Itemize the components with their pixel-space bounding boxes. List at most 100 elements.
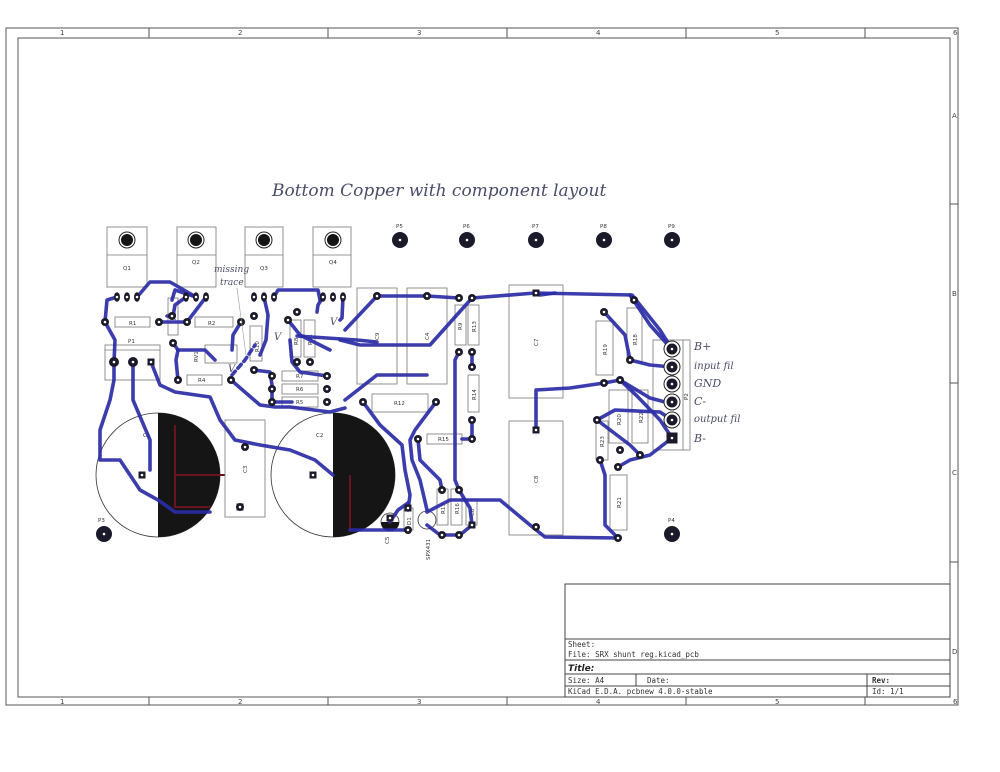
svg-text:R16: R16: [455, 503, 461, 514]
svg-text:Q2: Q2: [192, 260, 200, 266]
solder-pad: [183, 292, 189, 302]
solder-pad: [468, 416, 476, 424]
solder-pad: [236, 503, 244, 511]
svg-text:R9: R9: [458, 322, 464, 330]
svg-text:RV1: RV1: [194, 351, 200, 362]
solder-pad: [626, 356, 634, 364]
solder-pad: [227, 376, 235, 384]
note-b-minus: B-: [693, 432, 706, 445]
mount-pads: P5 P6 P7 P8 P9 P3 P4: [98, 224, 675, 524]
solder-pad: [664, 232, 680, 248]
pads: [96, 232, 681, 542]
ruler-top: 1 2 3 4 5 6: [60, 29, 958, 37]
date-label: Date:: [647, 676, 670, 685]
solder-pad: [155, 318, 163, 326]
solder-pad: [124, 292, 130, 302]
solder-pad: [666, 396, 678, 408]
svg-text:C4: C4: [425, 332, 431, 340]
handwritten-notes: missing trace V V V B+ input fil GND C- …: [214, 265, 740, 445]
solder-pad: [468, 435, 476, 443]
size-label: Size: A4: [568, 676, 605, 685]
mount-pad-label: P3: [98, 518, 105, 524]
solder-pad: [386, 514, 394, 522]
sheet-frame: [5, 27, 959, 706]
note-v-mark: V: [274, 332, 283, 343]
solder-pad: [600, 379, 608, 387]
solder-pad: [666, 343, 678, 355]
ruler-row-c: C: [952, 469, 957, 477]
solder-pad: [614, 534, 622, 542]
svg-text:P1: P1: [128, 339, 135, 345]
solder-pad: [455, 486, 463, 494]
note-gnd: GND: [694, 377, 721, 390]
solder-pad: [404, 504, 412, 512]
svg-text:R12: R12: [394, 401, 405, 407]
solder-pad: [250, 312, 258, 320]
solder-pad: [593, 416, 601, 424]
mount-pad-label: P4: [668, 518, 675, 524]
svg-text:R13: R13: [472, 321, 478, 332]
svg-text:R17: R17: [441, 503, 447, 514]
solder-pad: [193, 292, 199, 302]
note-v-mark: V: [228, 364, 237, 375]
rev-label: Rev:: [872, 676, 890, 685]
ruler-right: A B C D: [952, 112, 957, 656]
solder-pad: [138, 471, 146, 479]
solder-pad: [293, 308, 301, 316]
svg-text:R23: R23: [600, 436, 606, 447]
solder-pad: [414, 435, 422, 443]
solder-pad: [323, 372, 331, 380]
ruler-col-4: 4: [596, 29, 601, 37]
solder-pad: [404, 526, 412, 534]
solder-pad: [271, 292, 277, 302]
solder-pad: [392, 232, 408, 248]
solder-pad: [251, 292, 257, 302]
ruler-col-5: 5: [775, 698, 779, 706]
note-b-plus: B+: [693, 340, 711, 353]
solder-pad: [250, 366, 258, 374]
svg-text:D1: D1: [407, 517, 413, 525]
transistor-q2: Q2: [176, 226, 217, 288]
svg-text:Q4: Q4: [329, 260, 337, 266]
solder-pad: [109, 357, 119, 367]
handwritten-heading: Bottom Copper with component layout: [271, 181, 606, 201]
title-label: Title:: [568, 664, 594, 674]
svg-text:Q3: Q3: [260, 266, 268, 272]
ruler-col-1: 1: [60, 698, 64, 706]
solder-pad: [101, 318, 109, 326]
solder-pad: [459, 232, 475, 248]
transistor-q4: Q4: [312, 226, 352, 288]
ruler-row-a: A: [952, 112, 957, 120]
solder-pad: [309, 471, 317, 479]
svg-text:R20: R20: [617, 414, 623, 425]
svg-text:R19: R19: [603, 344, 609, 355]
solder-pad: [423, 292, 431, 300]
solder-pad: [268, 398, 276, 406]
svg-text:R10: R10: [255, 341, 261, 352]
solder-pad: [174, 376, 182, 384]
mount-pad-label: P7: [532, 224, 539, 230]
solder-pad: [596, 456, 604, 464]
svg-text:C5: C5: [385, 536, 391, 544]
note-missing: missing: [214, 265, 249, 275]
ruler-col-6: 6: [953, 698, 958, 706]
svg-text:C9: C9: [375, 332, 381, 340]
solder-pad: [134, 292, 140, 302]
svg-text:R6: R6: [296, 387, 304, 393]
note-trace: trace: [220, 278, 244, 288]
solder-pad: [261, 292, 267, 302]
svg-text:R7: R7: [296, 374, 304, 380]
file-name: File: SRX shunt reg.kicad_pcb: [568, 650, 699, 659]
ruler-col-1: 1: [60, 29, 64, 37]
ruler-col-2: 2: [238, 29, 242, 37]
solder-pad: [293, 358, 301, 366]
solder-pad: [666, 378, 678, 390]
note-c-minus: C-: [694, 395, 706, 408]
solder-pad: [323, 385, 331, 393]
svg-text:R1: R1: [129, 321, 136, 327]
transistor-q1: Q1: [106, 226, 148, 288]
mount-pad-label: P6: [463, 224, 470, 230]
solder-pad: [630, 296, 638, 304]
svg-text:R21: R21: [617, 497, 623, 508]
